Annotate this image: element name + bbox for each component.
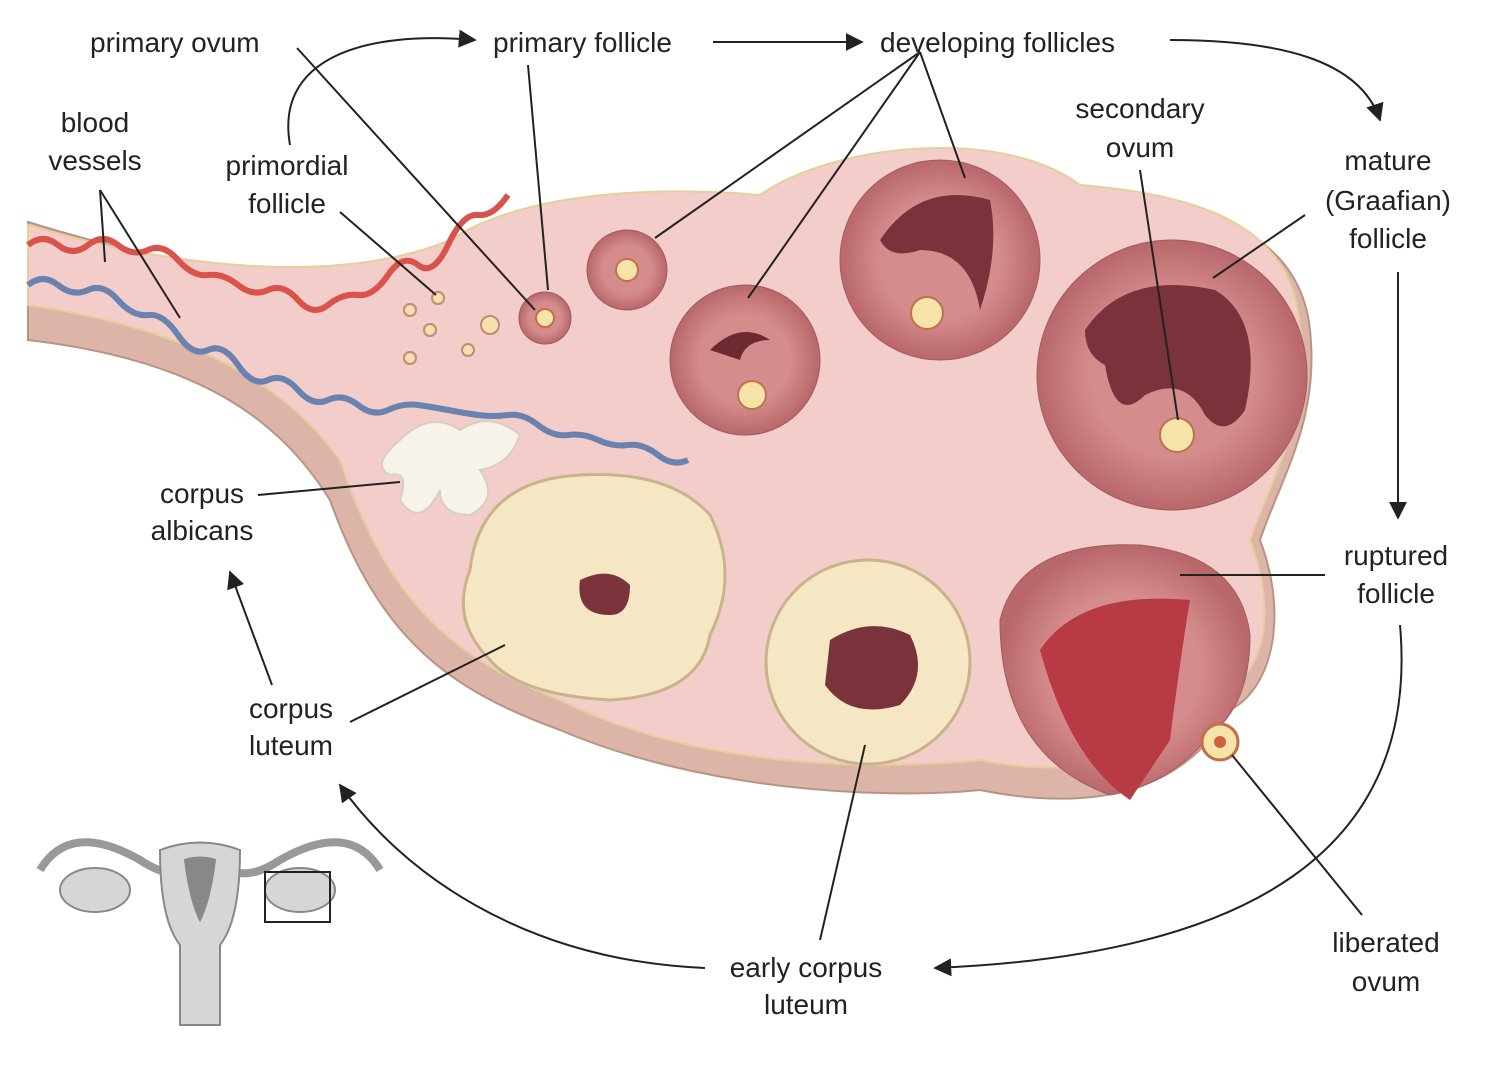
label-early-corpus-luteum-2: luteum: [764, 989, 848, 1020]
corpus-luteum-shape: [461, 473, 727, 702]
vein: [26, 276, 690, 466]
label-blood-vessels-2: vessels: [48, 145, 141, 176]
developing-follicle-medium: [669, 284, 821, 436]
label-liberated-ovum-1: liberated: [1332, 927, 1439, 958]
label-ruptured-follicle-2: follicle: [1357, 578, 1435, 609]
label-secondary-ovum-2: ovum: [1106, 132, 1174, 163]
corpus-albicans-shape: [381, 420, 522, 517]
label-corpus-albicans-2: albicans: [151, 515, 254, 546]
label-corpus-luteum-1: corpus: [249, 693, 333, 724]
uterus-thumbnail: [36, 838, 384, 1026]
label-primordial-follicle-2: follicle: [248, 188, 326, 219]
label-early-corpus-luteum-1: early corpus: [730, 952, 883, 983]
label-mature-follicle-1: mature: [1344, 145, 1431, 176]
label-blood-vessels-1: blood: [61, 107, 130, 138]
developing-follicle-large: [839, 159, 1041, 361]
label-developing-follicles: developing follicles: [880, 27, 1115, 58]
label-mature-follicle-3: follicle: [1349, 223, 1427, 254]
label-primary-follicle: primary follicle: [493, 27, 672, 58]
early-corpus-luteum-shape: [764, 558, 972, 766]
developing-follicle-small: [586, 229, 668, 311]
cycle-arrows: [227, 29, 1407, 977]
label-primary-ovum: primary ovum: [90, 27, 260, 58]
label-primordial-follicle-1: primordial: [226, 150, 349, 181]
leader-lines: [99, 47, 1363, 941]
label-corpus-luteum-2: luteum: [249, 730, 333, 761]
label-corpus-albicans-1: corpus: [160, 478, 244, 509]
label-mature-follicle-2: (Graafian): [1325, 185, 1451, 216]
primordial-follicles: [403, 291, 500, 365]
label-ruptured-follicle-1: ruptured: [1344, 540, 1448, 571]
label-secondary-ovum-1: secondary: [1075, 93, 1204, 124]
ruptured-follicle-shape: [999, 544, 1251, 800]
artery: [26, 193, 511, 313]
primary-follicle-shape: [518, 291, 572, 345]
label-liberated-ovum-2: ovum: [1352, 966, 1420, 997]
